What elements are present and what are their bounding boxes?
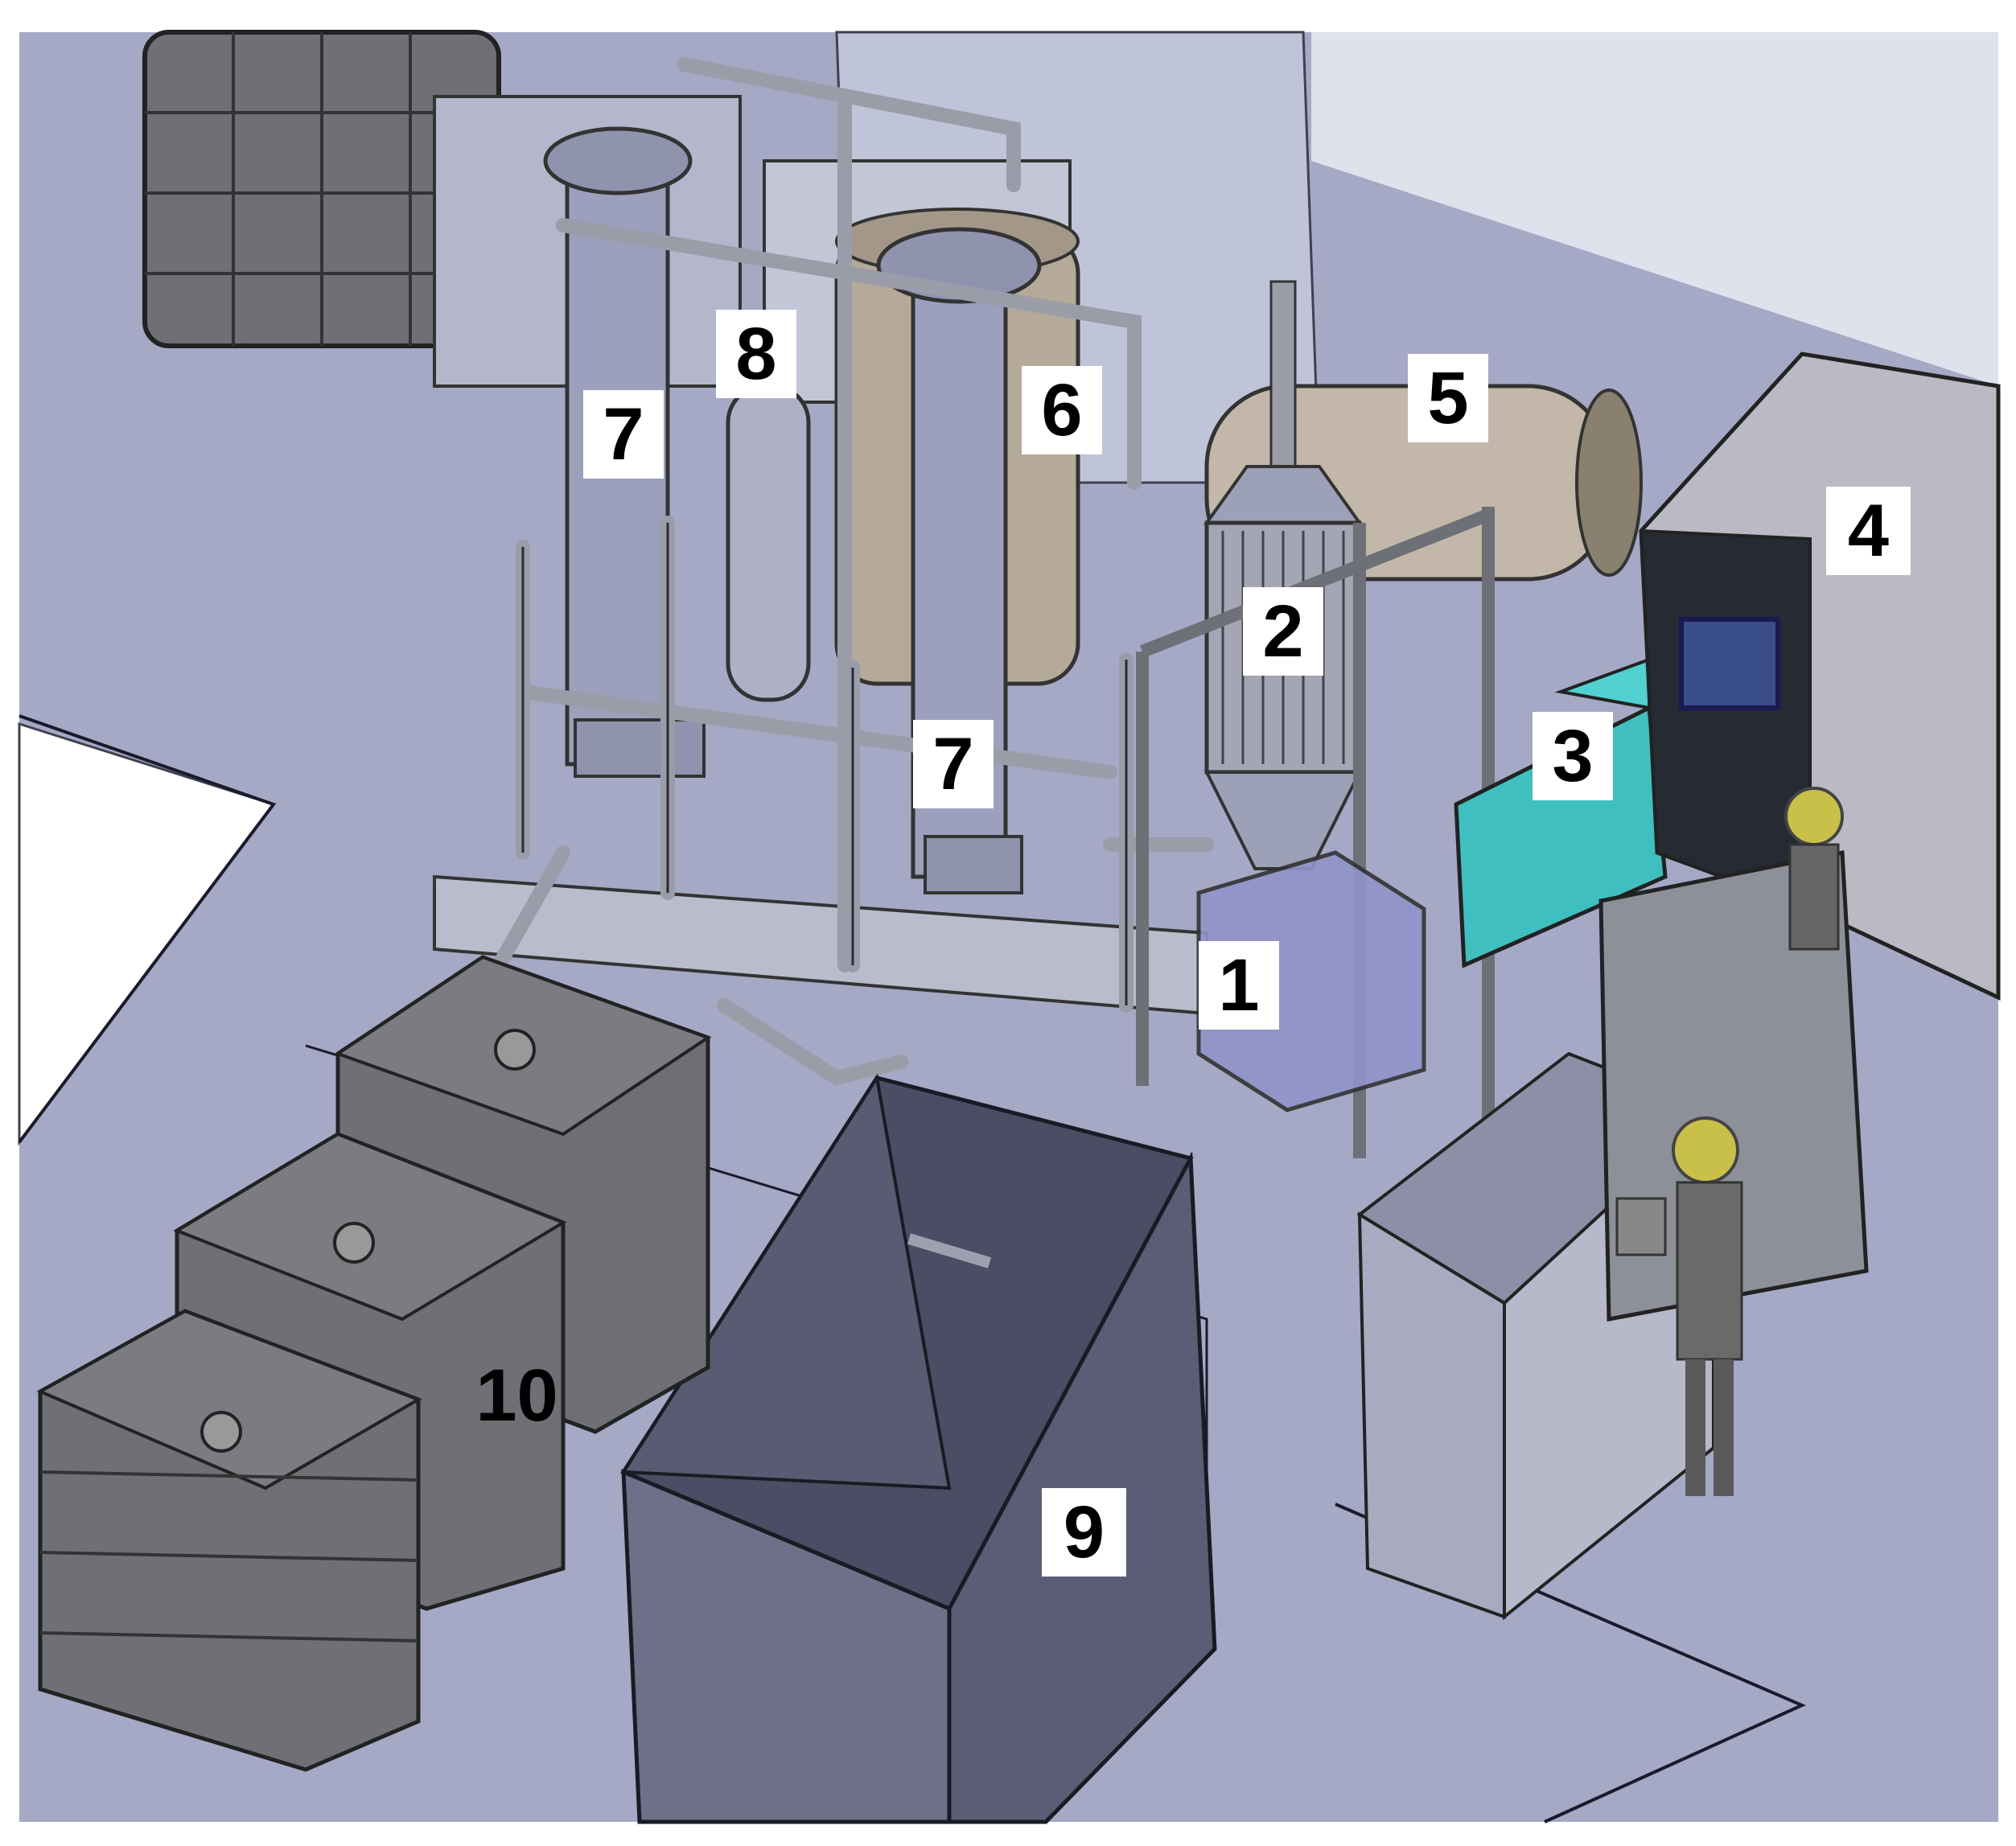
column-8	[726, 384, 811, 702]
floor-marking-1	[18, 714, 277, 1144]
hmi-screen	[1679, 617, 1780, 710]
label-3: 3	[1533, 712, 1613, 800]
label-8: 8	[716, 310, 796, 398]
label-4: 4	[1826, 487, 1911, 575]
bin-9	[620, 1073, 1217, 1824]
electrical-panel	[1598, 849, 1869, 1322]
back-wall-right	[1311, 32, 1998, 386]
label-2: 2	[1243, 587, 1323, 676]
label-6: 6	[1022, 366, 1102, 454]
label-7-right: 7	[913, 720, 994, 808]
operator-person-2	[1615, 1116, 1743, 1496]
label-9: 9	[1042, 1488, 1126, 1577]
label-5: 5	[1408, 354, 1488, 442]
ibc-tank-10c	[36, 1309, 422, 1772]
operator-person-1	[1784, 787, 1844, 951]
tank-1	[1196, 850, 1426, 1112]
label-7-left: 7	[583, 390, 664, 479]
label-1: 1	[1199, 941, 1279, 1030]
label-10: 10	[475, 1355, 558, 1437]
